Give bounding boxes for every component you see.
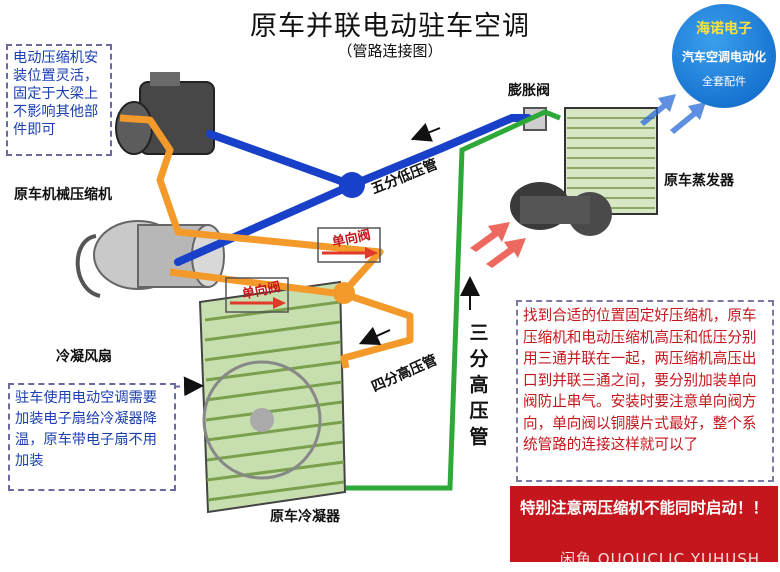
high-pressure-tee [333, 282, 355, 304]
low-pressure-tee [339, 172, 365, 198]
condenser-graphic [198, 280, 347, 514]
page-title: 原车并联电动驻车空调 [250, 11, 530, 42]
watermark: 闲鱼 OUOUCLIC YUHUSH [560, 550, 761, 568]
high-flow-arrow [358, 326, 391, 345]
label-evaporator: 原车蒸发器 [664, 173, 734, 189]
label-expansion-valve: 膨胀阀 [508, 83, 550, 99]
badge-line1: 海诺电子 [696, 21, 752, 37]
warning-banner: 特别注意两压缩机不能同时启动！！ [510, 486, 778, 562]
badge-line3: 全套配件 [702, 75, 746, 88]
label-condenser-fan: 冷凝风扇 [56, 349, 112, 365]
low-flow-arrow [410, 123, 441, 142]
installation-note: 找到合适的位置固定好压缩机，原车压缩机和电动压缩机高压和低压分别用三通并联在一起… [516, 300, 774, 482]
badge-line2: 汽车空调电动化 [681, 50, 766, 64]
check-valve-1-graphic [317, 227, 381, 263]
low-pressure-lines [174, 114, 532, 266]
label-condenser: 原车冷凝器 [270, 509, 340, 525]
label-mech-compressor: 原车机械压缩机 [14, 187, 112, 203]
compressor-mount-note: 电动压缩机安装位置灵活，固定于大梁上不影响其他部件即可 [6, 44, 112, 156]
mech-compressor-graphic [75, 220, 225, 298]
cool-air-arrows [640, 94, 706, 134]
warning-text: 特别注意两压缩机不能同时启动！！ [520, 499, 769, 517]
fan-note: 驻车使用电动空调需要加装电子扇给冷凝器降温，原车带电子扇不用加装 [8, 383, 176, 491]
liquid-line [346, 109, 561, 491]
brand-badge: 海诺电子 汽车空调电动化 全套配件 [672, 4, 776, 108]
label-three-high-pipe: 三分高压管 [469, 322, 489, 448]
page-subtitle: （管路连接图） [337, 42, 443, 60]
blower-fan-graphic [510, 182, 612, 236]
check-valve-2-graphic [225, 277, 289, 313]
warm-air-arrows [470, 222, 526, 268]
